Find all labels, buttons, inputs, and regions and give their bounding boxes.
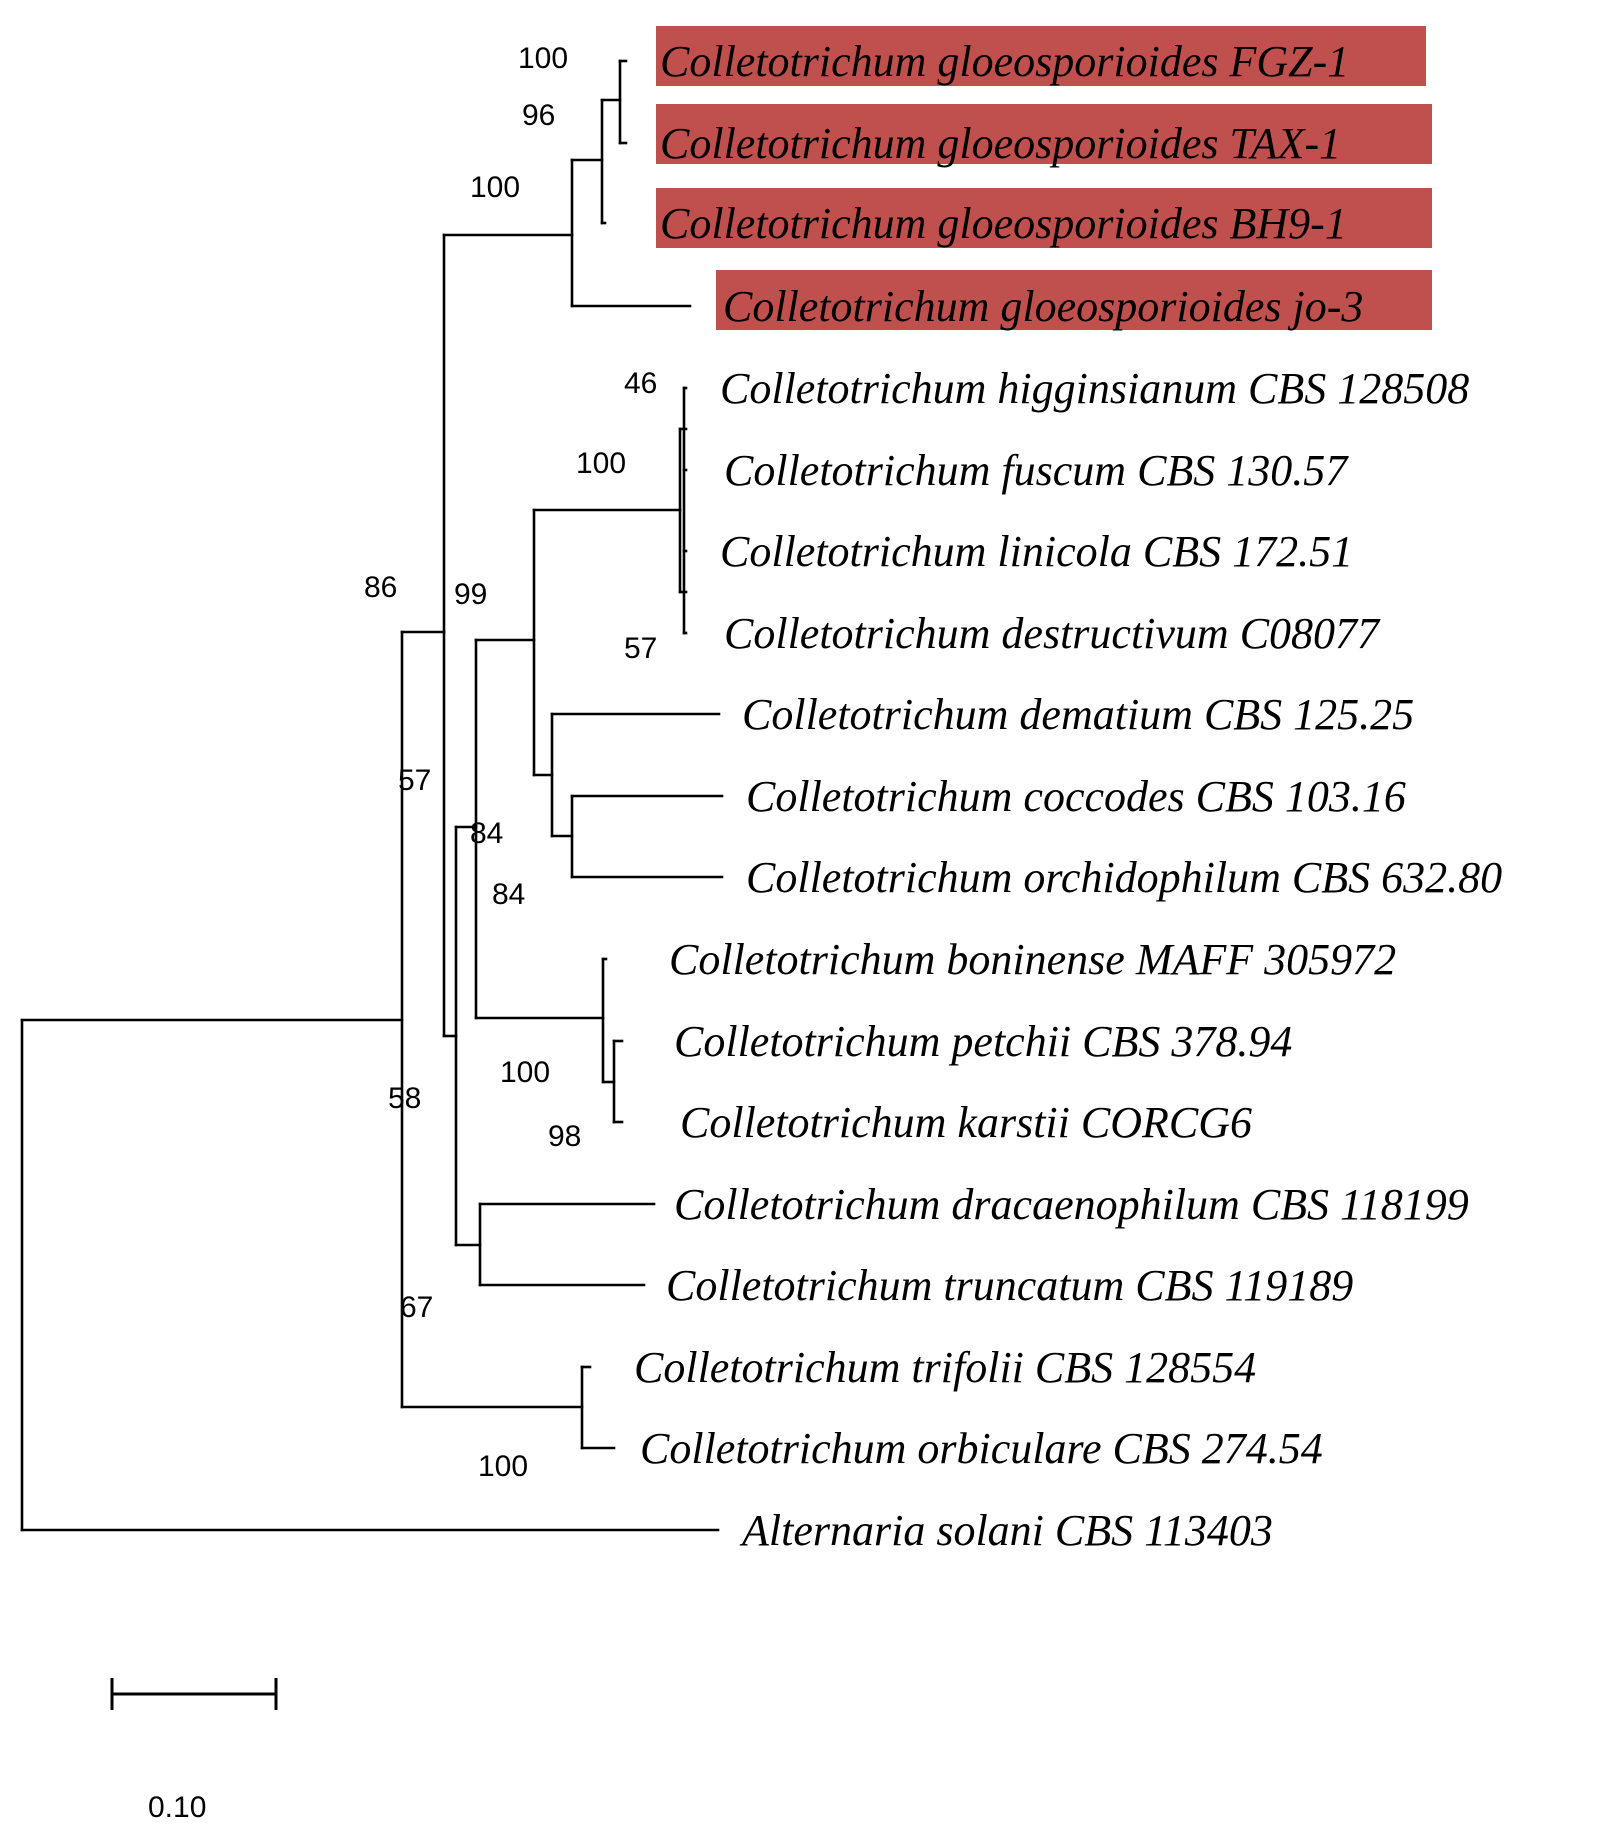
taxon-label: Colletotrichum orchidophilum CBS 632.80: [746, 853, 1502, 902]
bootstrap-value: 67: [400, 1291, 433, 1324]
branch-group: [20, 59, 724, 1532]
taxon-label: Colletotrichum gloeosporioides jo-3: [723, 282, 1363, 331]
taxon-label: Colletotrichum trifolii CBS 128554: [634, 1343, 1256, 1392]
bootstrap-value: 100: [518, 42, 568, 75]
taxon-label: Colletotrichum dracaenophilum CBS 118199: [674, 1180, 1469, 1229]
bootstrap-value: 57: [398, 764, 431, 797]
taxon-label: Colletotrichum coccodes CBS 103.16: [746, 772, 1406, 821]
bootstrap-value-group: 100 96 100 46 100 57 86 99 57 84 84 100 98 58 67 100: [364, 42, 657, 1483]
scale-bar-label: 0.10: [148, 1791, 206, 1824]
taxon-label: Colletotrichum linicola CBS 172.51: [720, 527, 1353, 576]
bootstrap-value: 58: [388, 1082, 421, 1115]
bootstrap-value: 86: [364, 571, 397, 604]
taxon-label: Alternaria solani CBS 113403: [739, 1506, 1273, 1555]
bootstrap-value: 100: [470, 171, 520, 204]
taxon-label: Colletotrichum boninense MAFF 305972: [669, 935, 1396, 984]
scale-bar: 0.10: [110, 1678, 278, 1824]
taxon-label: Colletotrichum gloeosporioides TAX-1: [660, 119, 1341, 168]
taxon-label: Colletotrichum higginsianum CBS 128508: [720, 364, 1469, 413]
highlight-box: [716, 270, 1432, 330]
taxon-label: Colletotrichum destructivum C08077: [724, 609, 1381, 658]
taxon-label: Colletotrichum orbiculare CBS 274.54: [640, 1424, 1323, 1473]
taxon-label: Colletotrichum gloeosporioides BH9-1: [660, 199, 1347, 248]
bootstrap-value: 84: [470, 817, 503, 850]
bootstrap-value: 100: [478, 1450, 528, 1483]
bootstrap-value: 57: [624, 632, 657, 665]
taxon-label-group: Colletotrichum gloeosporioides FGZ-1Coll…: [634, 37, 1502, 1555]
highlight-box: [656, 104, 1432, 164]
bootstrap-value: 100: [576, 447, 626, 480]
taxon-label: Colletotrichum gloeosporioides FGZ-1: [660, 37, 1349, 86]
taxon-label: Colletotrichum truncatum CBS 119189: [666, 1261, 1353, 1310]
highlight-box: [656, 26, 1426, 86]
taxon-label: Colletotrichum fuscum CBS 130.57: [724, 446, 1349, 495]
bootstrap-value: 100: [500, 1056, 550, 1089]
highlight-group: [656, 26, 1432, 330]
bootstrap-value: 99: [454, 578, 487, 611]
taxon-label: Colletotrichum dematium CBS 125.25: [742, 690, 1414, 739]
bootstrap-value: 46: [624, 367, 657, 400]
highlight-box: [656, 188, 1432, 248]
taxon-label: Colletotrichum karstii CORCG6: [680, 1098, 1252, 1147]
bootstrap-value: 84: [492, 878, 525, 911]
bootstrap-value: 98: [548, 1120, 581, 1153]
taxon-label: Colletotrichum petchii CBS 378.94: [674, 1017, 1292, 1066]
bootstrap-value: 96: [522, 99, 555, 132]
